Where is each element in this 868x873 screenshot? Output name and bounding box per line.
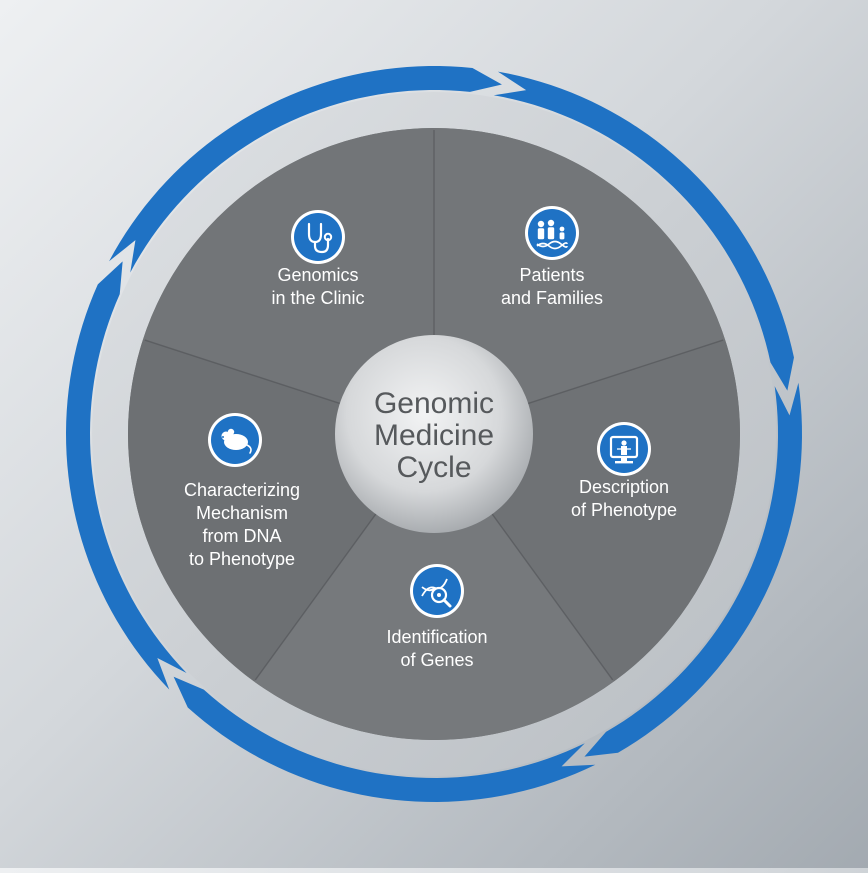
segment-icons [208,206,651,618]
segment-label-line: and Families [500,288,604,308]
segment-label-line: Patients [519,265,585,285]
cycle-arrow-2 [584,382,802,757]
segment-label-line: Description [578,477,670,497]
stethoscope-icon [291,210,345,264]
center-title-line-3: Cycle [396,451,472,484]
center-title-line-1: Genomic [373,387,495,420]
segment-wedge-5 [142,128,435,434]
cycle-arrow-4 [66,261,187,690]
segment-label-line: Identification [386,627,488,647]
cycle-arrows [66,66,802,802]
segment-label-line: Characterizing [183,480,301,500]
segment-label-line: from DNA [202,526,282,546]
center-disc [335,335,533,533]
segment-label-patients: Patients and Families [452,264,652,310]
center-title: Genomic Medicine Cycle [334,388,534,484]
segment-label-line: Genomics [277,265,359,285]
xray-monitor-icon [597,422,651,476]
cycle-arrow-5 [109,66,502,273]
segment-label-line: in the Clinic [271,288,365,308]
mouse-icon [208,413,262,467]
segment-label-line: to Phenotype [188,549,296,569]
segment-label-line: of Phenotype [570,500,678,520]
segment-label-line: Mechanism [195,503,289,523]
cycle-arrow-3 [173,676,596,802]
segment-label-line: of Genes [400,650,474,670]
segment-label-mechanism: Characterizing Mechanism from DNA to Phe… [142,479,342,571]
segment-label-phenotype: Description of Phenotype [524,476,724,522]
center-title-line-2: Medicine [373,419,495,452]
dna-magnifier-icon [410,564,464,618]
cycle-arrow-1 [493,71,794,391]
segment-wedge-1 [434,128,726,434]
segment-label-clinic: Genomics in the Clinic [218,264,418,310]
segment-label-genes: Identification of Genes [337,626,537,672]
family-dna-icon [525,206,579,260]
